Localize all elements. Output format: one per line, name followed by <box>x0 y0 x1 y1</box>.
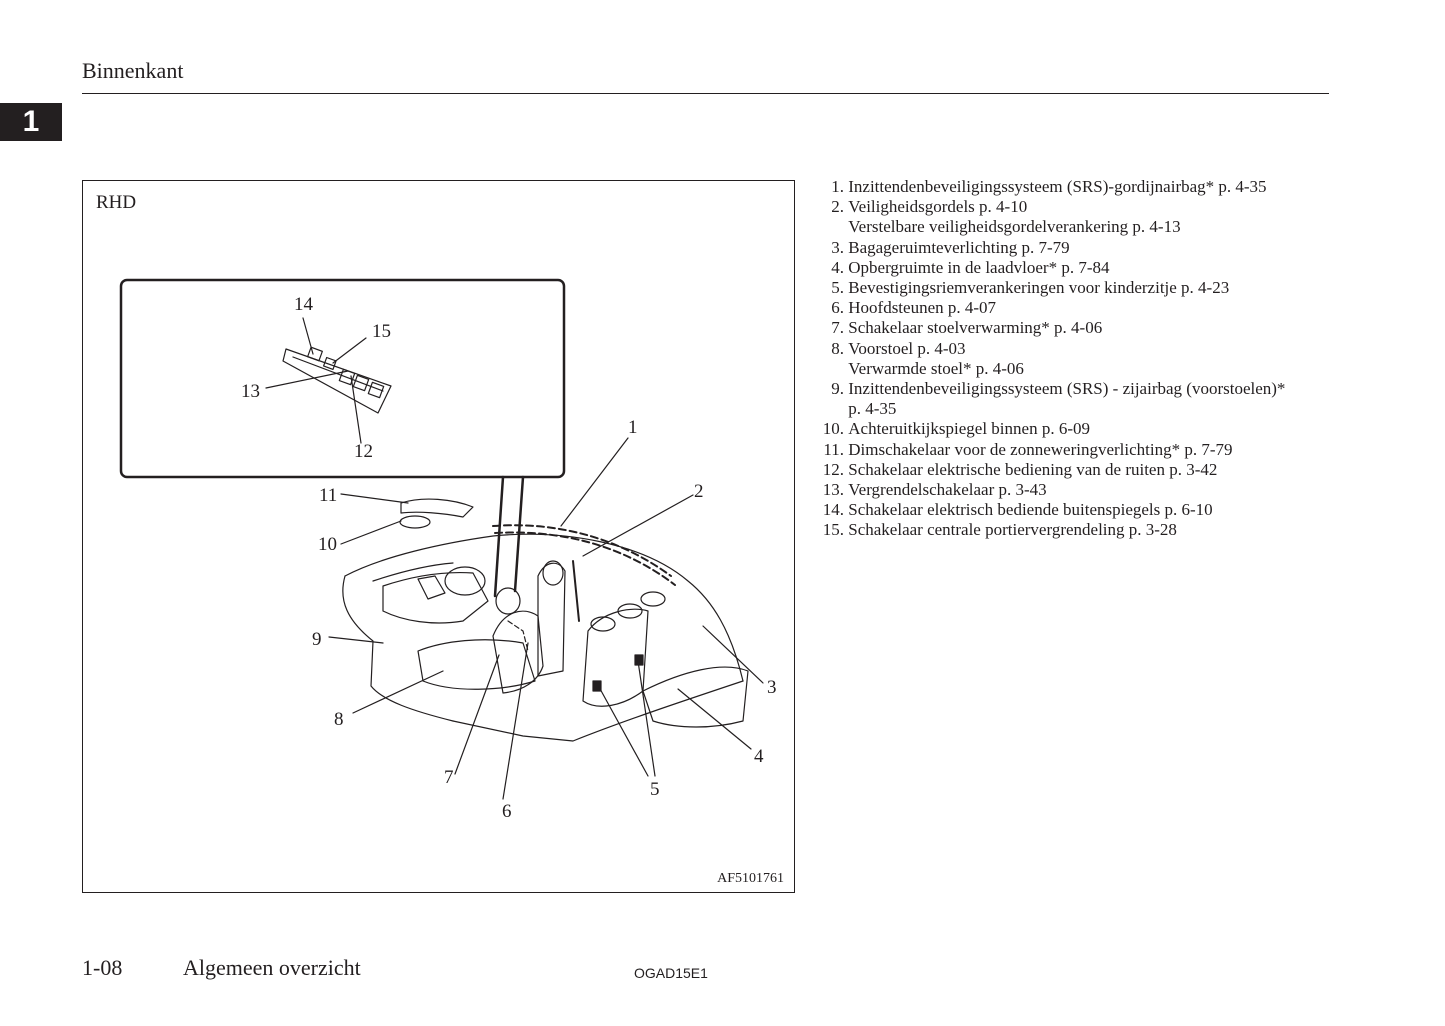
page-header-title: Binnenkant <box>82 58 184 83</box>
switch-inset-box <box>119 278 566 479</box>
callout-12: 12 <box>354 441 373 462</box>
callout-9: 9 <box>312 629 322 650</box>
callout-13: 13 <box>241 381 260 402</box>
front-seat-cushion <box>417 639 536 690</box>
callout-14: 14 <box>294 294 313 315</box>
legend-item: 8. Voorstoel p. 4-03 <box>812 339 1332 359</box>
legend-text: Veiligheidsgordels p. 4-10 <box>848 197 1028 217</box>
legend-subtext: Verwarmde stoel* p. 4-06 <box>848 358 1024 378</box>
callout-4: 4 <box>754 746 764 767</box>
document-code: OGAD15E1 <box>634 965 708 981</box>
legend-number: 13. <box>822 480 844 500</box>
callout-7: 7 <box>444 767 454 788</box>
section-title: Algemeen overzicht <box>183 955 361 980</box>
legend-number: 9. <box>831 379 844 399</box>
legend-number: 7. <box>831 318 844 338</box>
legend-number: 6. <box>831 298 844 318</box>
legend-item: 14. Schakelaar elektrisch bediende buite… <box>812 500 1332 520</box>
legend-number: 15. <box>822 520 844 540</box>
legend-subtext: Verstelbare veiligheidsgordelverankering… <box>848 217 1181 237</box>
callout-15: 15 <box>372 321 391 342</box>
legend-list: 1. Inzittendenbeveiligingssysteem (SRS)-… <box>812 177 1332 541</box>
legend-text: Voorstoel p. 4-03 <box>848 338 966 358</box>
legend-number: 12. <box>822 459 844 479</box>
legend-subtext: p. 4-35 <box>848 399 897 419</box>
page-number: 1-08 <box>82 955 123 980</box>
front-seat-back <box>492 610 544 694</box>
callout-11: 11 <box>319 485 338 506</box>
inset-pointer <box>493 475 525 598</box>
legend-text: Inzittendenbeveiligingssysteem (SRS)-gor… <box>848 177 1267 196</box>
callout-6: 6 <box>502 801 512 822</box>
window-switch-panel <box>282 346 392 414</box>
legend-number: 1. <box>831 177 844 196</box>
legend-item: 10. Achteruitkijkspiegel binnen p. 6-09 <box>812 419 1332 439</box>
callout-3: 3 <box>767 677 777 698</box>
legend-item: 4. Opbergruimte in de laadvloer* p. 7-84 <box>812 258 1332 278</box>
legend-item: 9. Inzittendenbeveiligingssysteem (SRS) … <box>812 379 1332 399</box>
legend-text: Schakelaar stoelverwarming* p. 4-06 <box>848 318 1103 338</box>
legend-text: Schakelaar elektrische bediening van de … <box>848 459 1218 479</box>
legend-subitem: Verstelbare veiligheidsgordelverankering… <box>812 217 1332 237</box>
legend-text: Bevestigingsriemverankeringen voor kinde… <box>848 278 1230 298</box>
legend-text: Bagageruimteverlichting p. 7-79 <box>848 237 1070 257</box>
legend-item: 15. Schakelaar centrale portiervergrende… <box>812 520 1332 540</box>
legend-text: Achteruitkijkspiegel binnen p. 6-09 <box>848 419 1090 439</box>
cargo-floor <box>642 666 749 728</box>
legend-number: 11. <box>823 439 844 459</box>
legend-item: 3. Bagageruimteverlichting p. 7-79 <box>812 238 1332 258</box>
legend-text: Schakelaar centrale portiervergrendeling… <box>848 520 1177 540</box>
car-interior-drawing <box>119 278 764 800</box>
legend-text: Vergrendelschakelaar p. 3-43 <box>848 480 1047 500</box>
legend-number: 3. <box>831 237 844 257</box>
callout-8: 8 <box>334 709 344 730</box>
legend-number: 5. <box>831 278 844 298</box>
legend-subitem: p. 4-35 <box>812 399 1332 419</box>
legend-text: Opbergruimte in de laadvloer* p. 7-84 <box>848 257 1110 277</box>
callout-5: 5 <box>650 779 660 800</box>
callout-10: 10 <box>318 534 337 555</box>
legend-subitem: Verwarmde stoel* p. 4-06 <box>812 359 1332 379</box>
legend-item: 1. Inzittendenbeveiligingssysteem (SRS)-… <box>812 177 1332 197</box>
interior-figure: RHD 14 15 13 12 1 2 3 4 5 6 7 8 9 10 11 … <box>82 180 795 893</box>
legend-number: 2. <box>831 197 844 217</box>
legend-text: Dimschakelaar voor de zonneweringverlich… <box>848 439 1233 459</box>
rhd-label: RHD <box>96 192 137 213</box>
figure-code: AF5101761 <box>717 871 784 886</box>
legend-item: 13. Vergrendelschakelaar p. 3-43 <box>812 480 1332 500</box>
callout-2: 2 <box>694 481 704 502</box>
legend-item: 12. Schakelaar elektrische bediening van… <box>812 460 1332 480</box>
legend-number: 14. <box>822 500 844 520</box>
legend-item: 7. Schakelaar stoelverwarming* p. 4-06 <box>812 318 1332 338</box>
legend-text: Schakelaar elektrisch bediende buitenspi… <box>848 500 1213 520</box>
header-rule <box>82 93 1329 94</box>
legend-number: 4. <box>831 257 844 277</box>
chapter-tab: 1 <box>0 103 62 141</box>
legend-text: Inzittendenbeveiligingssysteem (SRS) - z… <box>848 379 1286 399</box>
legend-number: 10. <box>822 419 844 439</box>
legend-text: Hoofdsteunen p. 4-07 <box>848 298 997 318</box>
callout-1: 1 <box>628 417 638 438</box>
legend-number: 8. <box>831 338 844 358</box>
legend-item: 11. Dimschakelaar voor de zonneweringver… <box>812 440 1332 460</box>
legend-item: 5. Bevestigingsriemverankeringen voor ki… <box>812 278 1332 298</box>
legend-item: 2. Veiligheidsgordels p. 4-10 <box>812 197 1332 217</box>
legend-item: 6. Hoofdsteunen p. 4-07 <box>812 298 1332 318</box>
